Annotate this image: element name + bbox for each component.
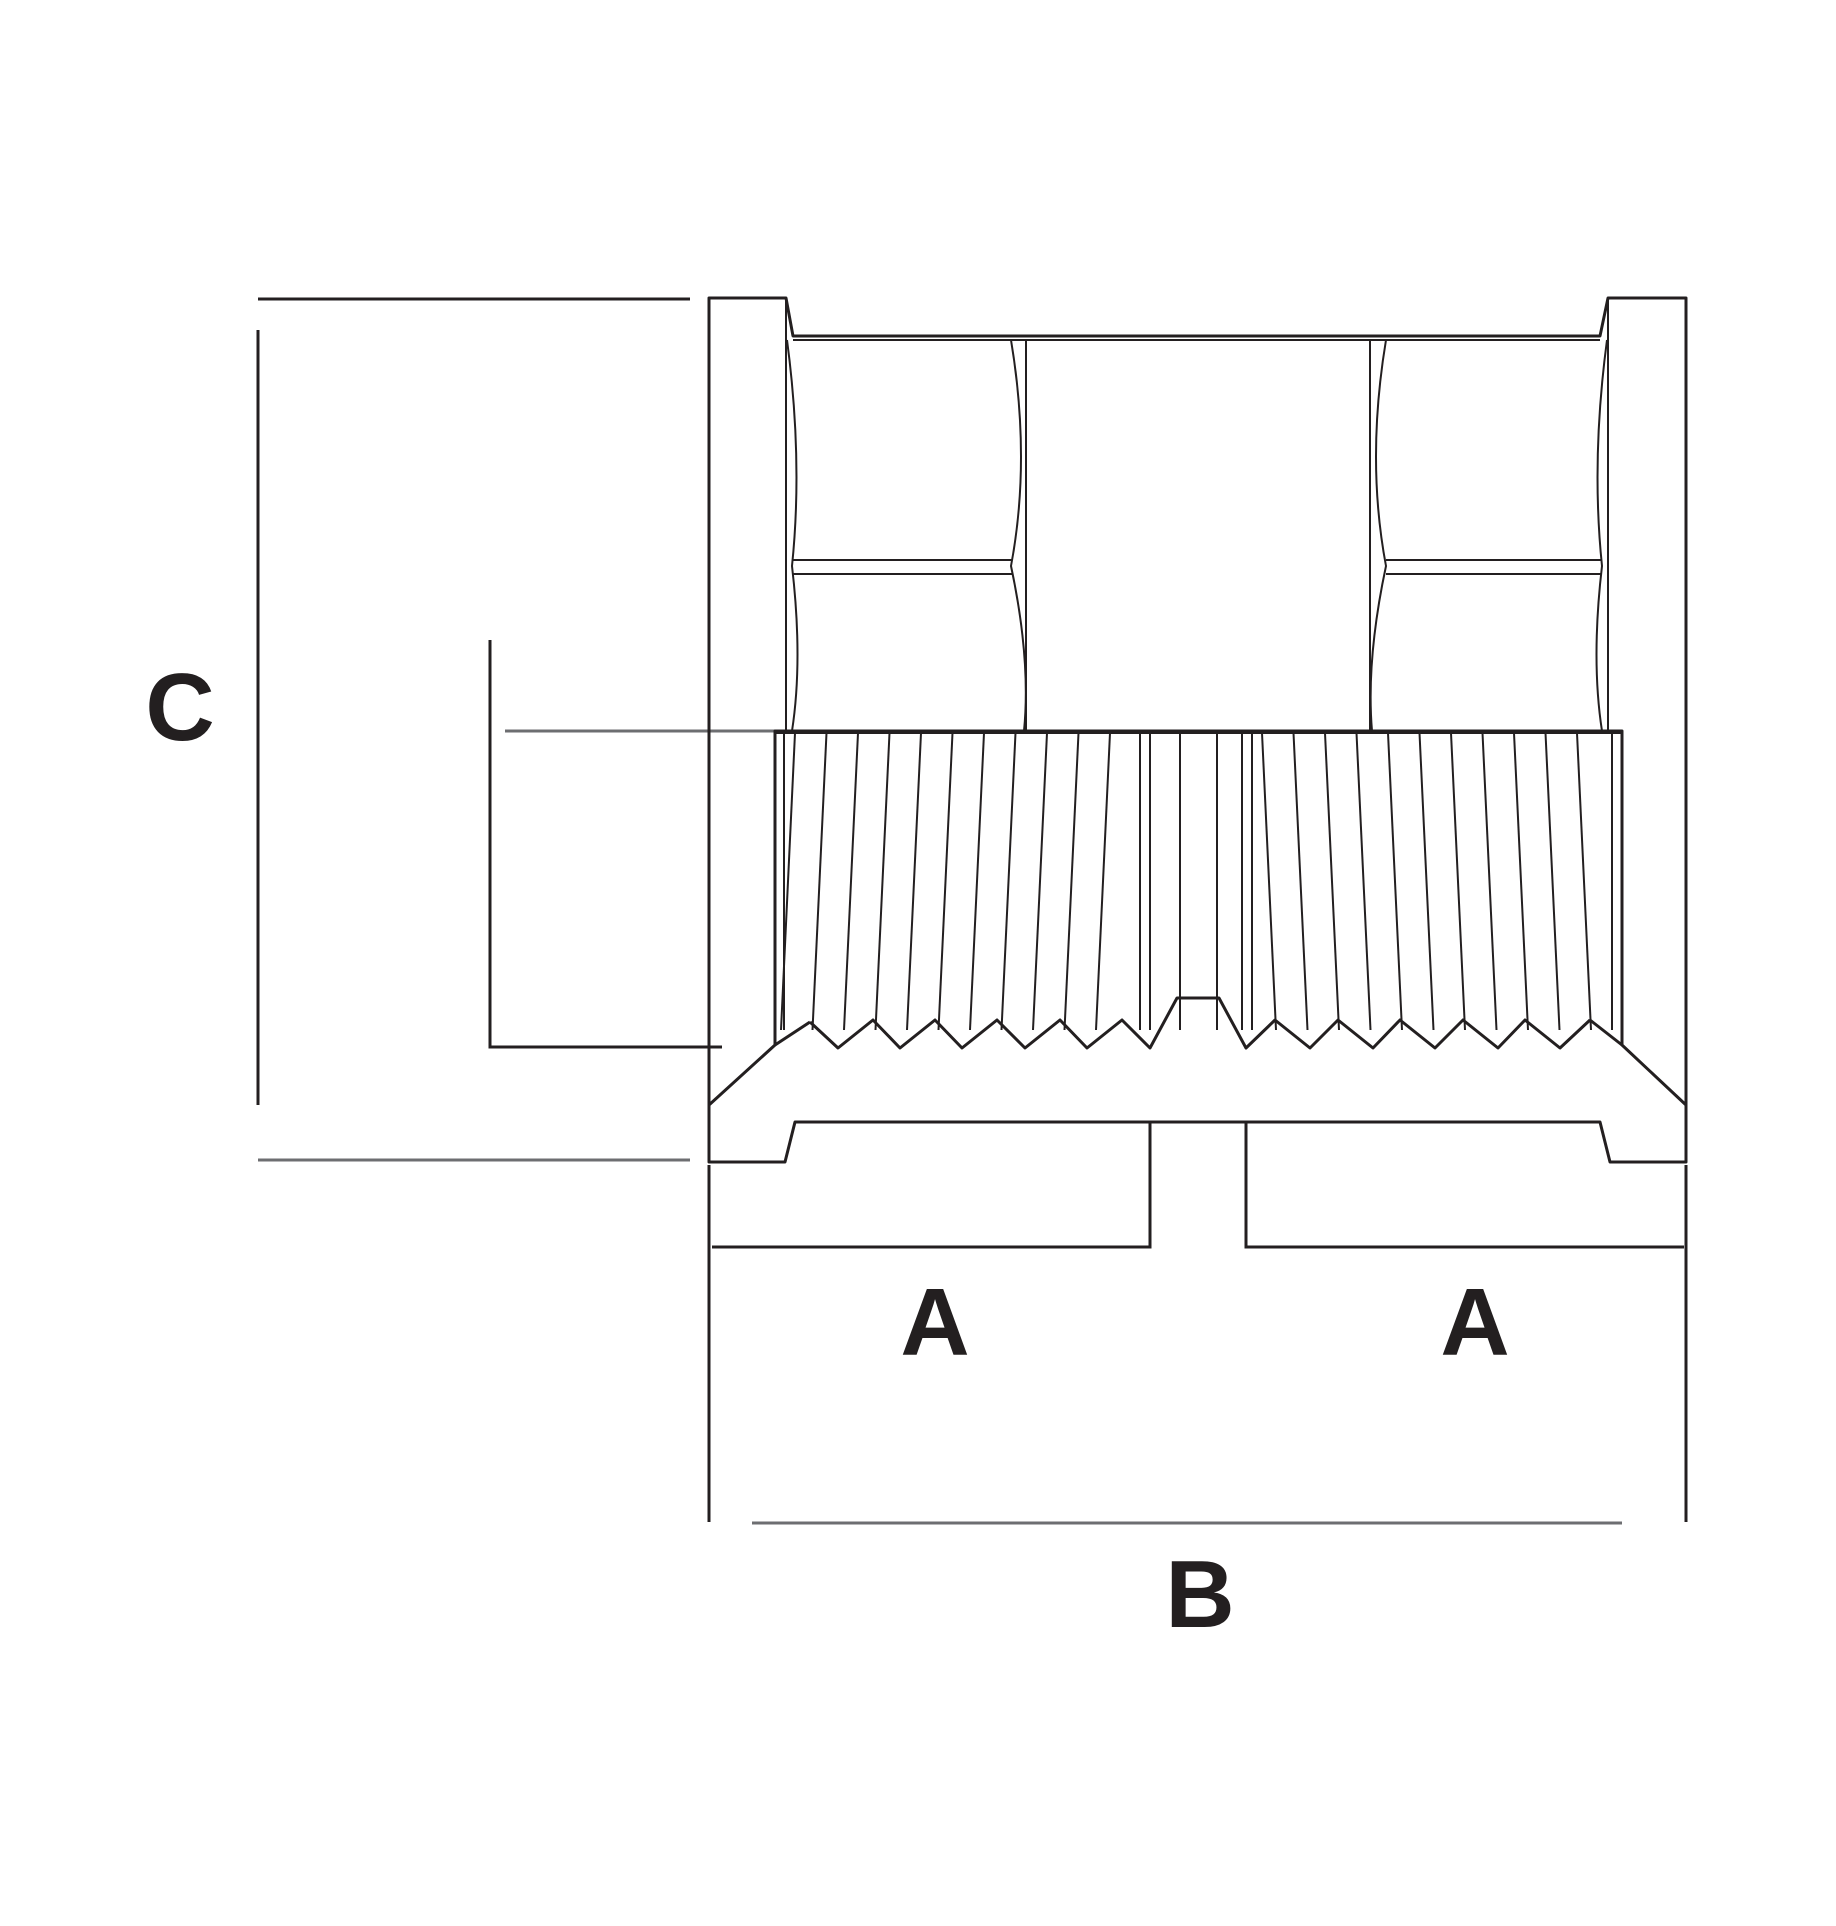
thread-line — [1355, 732, 1372, 1031]
thread-line — [1450, 732, 1466, 1031]
thread-line — [1324, 732, 1340, 1031]
bottom-face — [707, 1105, 1688, 1164]
label-c: C — [145, 654, 214, 761]
thread-line — [811, 732, 828, 1031]
thread-root-left-cap — [774, 1020, 811, 1047]
thread-line — [1418, 732, 1435, 1031]
thread-root-right-cap — [1589, 1018, 1623, 1047]
fitting-outline — [707, 296, 1688, 1107]
thread-line — [1576, 732, 1592, 1031]
thread-line — [1032, 732, 1048, 1031]
a-right-bracket — [1244, 1123, 1684, 1249]
thread-line — [1481, 732, 1498, 1031]
thread-line — [780, 732, 796, 1031]
hex-flat-left-inner — [1009, 339, 1027, 732]
bottom-face-outline — [707, 1105, 1688, 1164]
thread-line — [969, 732, 985, 1031]
thread-line — [1513, 732, 1529, 1031]
thread-line — [1063, 732, 1080, 1031]
thread-line — [937, 732, 954, 1031]
thread-line — [1000, 732, 1017, 1031]
thread-line — [874, 732, 891, 1031]
fitting-body — [707, 296, 1688, 1164]
threaded-section — [774, 732, 1623, 1050]
thread-line — [906, 732, 922, 1031]
thread-line — [1292, 732, 1309, 1031]
thread-line — [843, 732, 859, 1031]
thread-depth-bracket — [488, 640, 722, 1049]
thread-line — [1544, 732, 1561, 1031]
label-a-right: A — [1440, 1269, 1509, 1376]
dimension-labels: C A A B — [145, 654, 1509, 1648]
thread-line — [1095, 732, 1111, 1031]
label-a-left: A — [900, 1269, 969, 1376]
thread-line — [1261, 732, 1277, 1031]
hex-flats — [786, 339, 1608, 732]
hex-flat-right-edge — [1595, 339, 1608, 732]
thread-line — [1387, 732, 1403, 1031]
a-left-bracket — [712, 1123, 1152, 1249]
thread-lines — [780, 732, 1592, 1031]
label-b: B — [1165, 1541, 1234, 1648]
dimension-lines — [256, 297, 1688, 1525]
hex-flat-right-inner — [1369, 339, 1388, 732]
thread-profile — [808, 996, 1592, 1050]
hex-flat-left-edge — [786, 339, 799, 732]
